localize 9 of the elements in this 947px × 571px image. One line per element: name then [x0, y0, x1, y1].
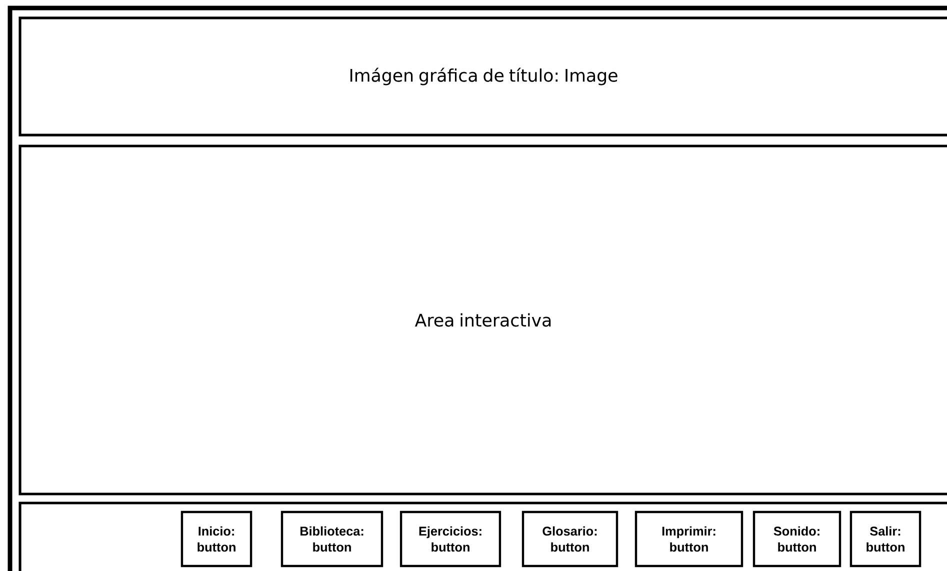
- button: Biblioteca: button: [280, 510, 384, 568]
- button: Sonido: button: [752, 510, 842, 568]
- button: Inicio: button: [180, 510, 252, 568]
- button: Ejercicios: button: [400, 510, 502, 568]
- button: Salir: button: [850, 510, 922, 568]
- button: Glosario: button: [522, 510, 618, 568]
- layout-panel: Imágen gráfica de título: Image: [18, 16, 947, 136]
- layout-panel: Area interactiva: [18, 144, 947, 496]
- button: Imprimir: button: [634, 510, 744, 568]
